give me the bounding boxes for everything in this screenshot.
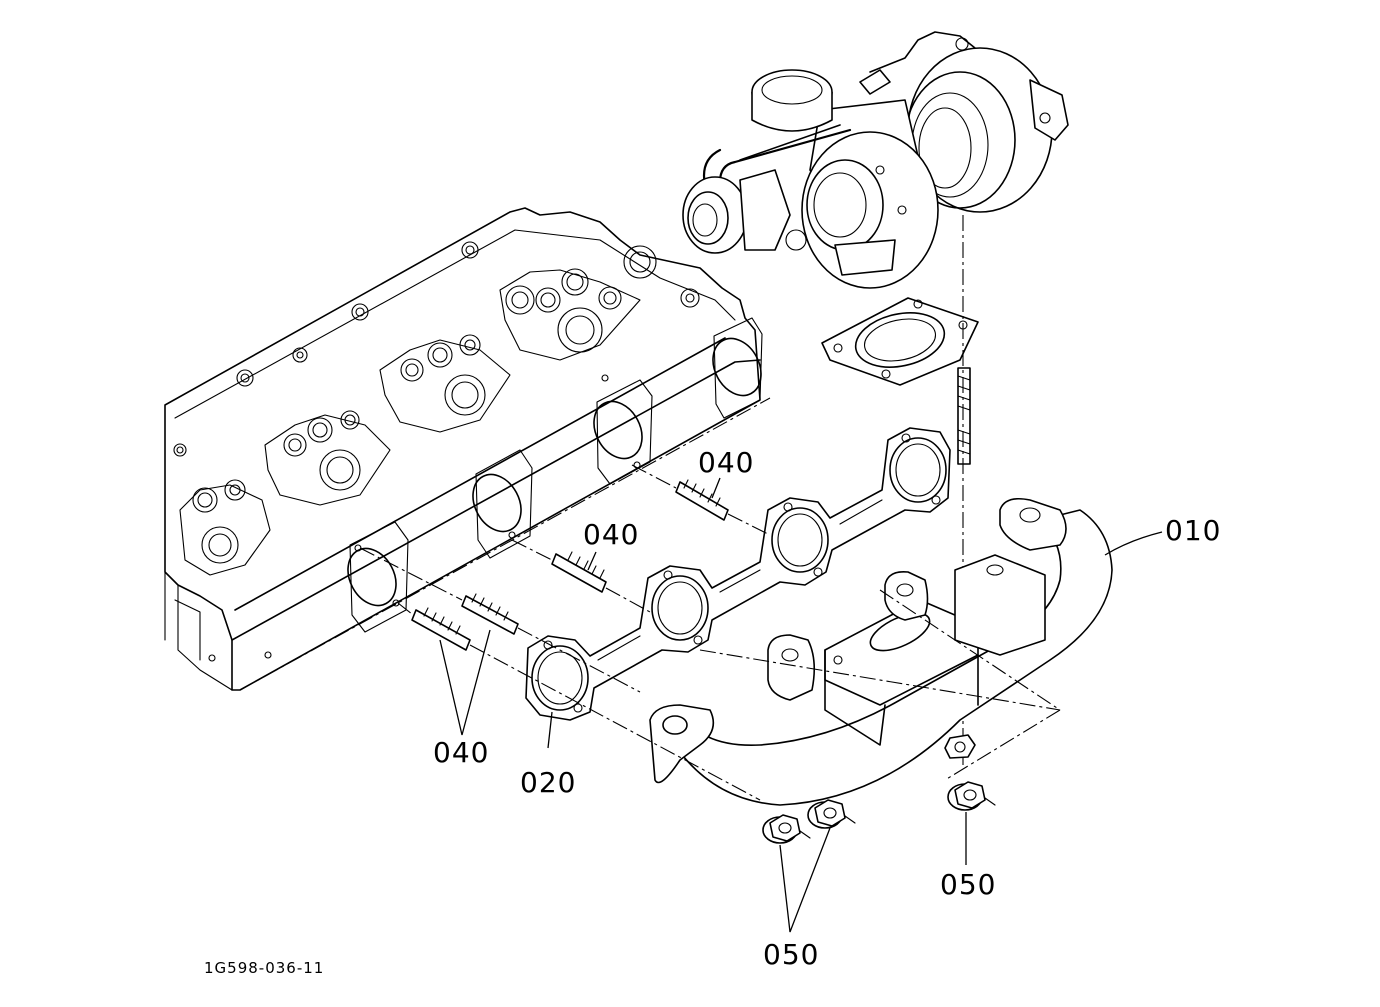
callout-040-lower: 040 — [433, 736, 489, 769]
exhaust-manifold — [649, 497, 1113, 806]
callout-040-middle: 040 — [583, 518, 639, 551]
leader-020 — [547, 711, 553, 749]
leader-040-upper — [711, 477, 721, 499]
leader-050-bottom — [779, 827, 831, 933]
drawing-code: 1G598-036-11 — [204, 959, 324, 977]
flange-nut-bottom-left — [762, 814, 811, 844]
leader-040-middle — [587, 551, 597, 571]
turbo-gasket — [821, 297, 979, 386]
callout-010: 010 — [1165, 514, 1221, 547]
leader-010 — [1104, 531, 1163, 556]
callout-050-bottom: 050 — [763, 938, 819, 971]
stud-middle — [511, 539, 651, 613]
stud-upper — [631, 464, 771, 536]
callout-040-upper: 040 — [698, 446, 754, 479]
leader-040-lower — [439, 629, 491, 736]
stud-lower-a — [461, 593, 519, 635]
callout-020: 020 — [520, 766, 576, 799]
flange-nut-bottom-right — [807, 799, 856, 829]
stud-lower-b — [359, 547, 761, 801]
manifold-nut-small — [944, 734, 976, 759]
turbo-stud — [957, 367, 971, 465]
callout-050-right: 050 — [940, 868, 996, 901]
manifold-gasket — [525, 427, 951, 721]
turbocharger — [682, 31, 1069, 289]
flange-nut-right — [947, 781, 996, 811]
cylinder-head — [164, 207, 771, 691]
